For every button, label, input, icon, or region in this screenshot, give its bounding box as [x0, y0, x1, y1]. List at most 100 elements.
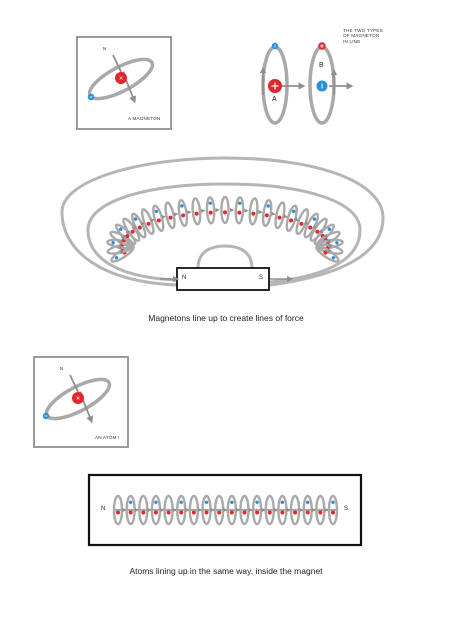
positive-charge — [166, 510, 171, 515]
direction-arrow — [261, 508, 266, 512]
magneton-ring — [138, 494, 149, 526]
negative-charge — [266, 204, 270, 208]
magneton-ring — [274, 201, 286, 230]
negative-charge — [204, 500, 209, 504]
direction-arrow — [215, 208, 220, 213]
direction-arrow — [323, 233, 328, 239]
direction-arrow — [283, 214, 289, 219]
direction-arrow — [160, 508, 165, 512]
magneton-ring — [205, 196, 216, 225]
direction-arrow — [122, 508, 127, 512]
direction-arrow — [258, 209, 263, 214]
direction-arrow — [187, 210, 192, 215]
positive-charge — [251, 211, 256, 216]
direction-arrow — [118, 244, 123, 249]
magneton-ring — [112, 494, 124, 526]
negative-charge — [114, 256, 119, 260]
magneton-ring — [176, 494, 187, 526]
inner-field-line — [196, 244, 254, 269]
positive-charge — [130, 229, 135, 234]
direction-arrow — [229, 208, 235, 213]
magneton-ring — [177, 198, 189, 228]
note-line-3: IN LINE — [343, 38, 361, 44]
direction-arrow — [131, 226, 137, 231]
positive-charge — [242, 510, 247, 515]
direction-arrow — [172, 508, 178, 512]
positive-charge — [168, 215, 173, 220]
atom-panel: × — [33, 356, 129, 448]
direction-arrow — [304, 220, 309, 225]
positive-charge — [181, 213, 186, 218]
loop-caption: Magnetons line up to create lines of for… — [148, 313, 304, 323]
direction-arrow — [147, 508, 152, 512]
direction-arrow — [235, 508, 241, 512]
positive-charge — [277, 215, 282, 220]
magneton-ring — [201, 494, 212, 526]
svg-text:×: × — [76, 396, 80, 403]
type-b-label: B — [319, 62, 324, 69]
magneton-ring — [213, 494, 225, 526]
negative-charge — [312, 217, 317, 221]
bar-magnet-north: N — [101, 506, 106, 512]
magneton-ring — [226, 494, 238, 526]
magneton-ring — [277, 494, 288, 526]
magneton-axis-letter: N — [103, 46, 107, 51]
negative-charge — [291, 209, 296, 214]
positive-charge — [331, 510, 335, 515]
negative-charge — [255, 500, 259, 504]
magneton-types-diagram — [259, 42, 354, 125]
magneton-ring — [220, 195, 230, 225]
atom-ring-row — [112, 494, 339, 526]
negative-charge — [335, 241, 339, 245]
positive-charge — [280, 510, 285, 515]
direction-arrow — [210, 508, 216, 512]
magneton-ring — [150, 494, 162, 526]
direction-arrow — [244, 208, 249, 213]
negative-charge — [118, 227, 123, 231]
direction-arrow — [150, 218, 155, 223]
type-a-label: A — [272, 96, 277, 103]
magneton-ring-loop — [106, 195, 344, 263]
positive-charge — [289, 218, 294, 223]
positive-charge — [267, 510, 272, 515]
direction-arrow — [273, 508, 279, 512]
magneton-spin-arrow — [125, 79, 137, 104]
bar-caption: Atoms lining up in the same way, inside … — [129, 566, 323, 576]
negative-charge — [180, 204, 184, 208]
bar-magnet-south: S — [344, 506, 349, 512]
direction-arrow — [134, 508, 140, 512]
direction-arrow — [327, 248, 332, 254]
magneton-ring — [248, 197, 259, 226]
negative-charge — [133, 217, 138, 221]
positive-charge — [217, 510, 222, 515]
magneton-ring — [302, 494, 313, 526]
magneton-ring — [163, 494, 174, 526]
direction-arrow — [312, 224, 318, 229]
direction-arrow — [201, 208, 206, 213]
note-line-1: THE TWO TYPES — [343, 28, 383, 33]
negative-charge — [179, 500, 183, 504]
positive-charge — [137, 225, 142, 230]
direction-arrow — [318, 229, 324, 234]
positive-charge — [299, 221, 304, 226]
direction-arrow — [185, 508, 190, 512]
direction-arrow — [140, 222, 146, 227]
positive-charge — [115, 72, 127, 84]
direction-arrow — [294, 217, 300, 222]
positive-charge — [315, 229, 320, 234]
positive-charge — [146, 221, 151, 226]
negative-charge — [327, 227, 332, 231]
direction-arrow — [326, 238, 331, 244]
magneton-ring — [125, 494, 136, 526]
positive-charge — [237, 210, 242, 215]
negative-charge — [111, 241, 115, 245]
atom-positive-charge — [72, 392, 84, 404]
magneton-ring — [264, 494, 275, 526]
negative-charge — [208, 201, 212, 205]
negative-charge — [238, 201, 242, 205]
negative-charge — [331, 256, 336, 260]
magneton-ring — [188, 494, 200, 526]
negative-charge — [306, 500, 310, 504]
direction-arrow — [197, 508, 203, 512]
direction-arrow — [248, 508, 253, 512]
